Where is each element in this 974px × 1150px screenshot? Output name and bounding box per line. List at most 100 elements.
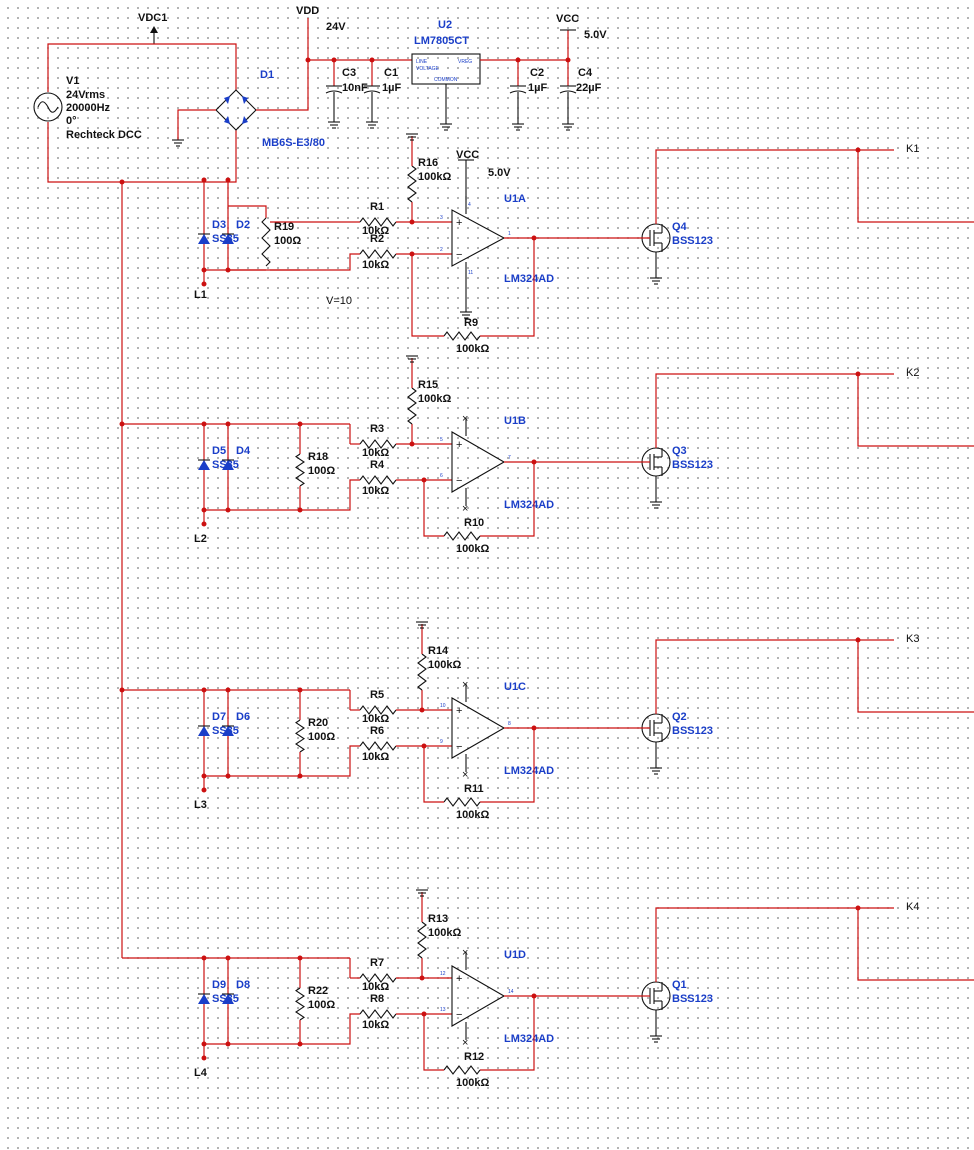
fet-part-1: BSS123 [672, 235, 713, 247]
pin-out-4: 14 [508, 989, 514, 995]
rb-val-2: 10kΩ [362, 485, 389, 497]
load-3: L3 [194, 799, 207, 811]
opamp-2[interactable] [451, 431, 506, 493]
c1-value: 1µF [382, 82, 401, 94]
fb-val-1: 100kΩ [456, 343, 489, 355]
pin-plus-1: 3 [440, 215, 443, 221]
rb-ref-1: R2 [370, 233, 384, 245]
pin-out-3: 8 [508, 721, 511, 727]
opamp-minus-3: − [456, 741, 462, 753]
nc-top-4: × [462, 947, 468, 959]
bridge-rectifier-d1[interactable] [215, 89, 257, 131]
fb-val-4: 100kΩ [456, 1077, 489, 1089]
rb-ref-4: R8 [370, 993, 384, 1005]
opamp-1[interactable] [451, 209, 506, 267]
v1-amplitude: 24Vrms [66, 89, 105, 101]
pin-vp-1: 4 [468, 202, 471, 208]
diode-a-3: D7 [212, 711, 226, 723]
bias-ref-2: R15 [418, 379, 438, 391]
fet-part-3: BSS123 [672, 725, 713, 737]
c2-ref: C2 [530, 67, 544, 79]
diode-b-3: D6 [236, 711, 250, 723]
ra-val-1: 10kΩ [362, 225, 389, 237]
bias-ref-1: R16 [418, 157, 438, 169]
opamp-part-2: LM324AD [504, 499, 554, 511]
fb-val-2: 100kΩ [456, 543, 489, 555]
vcc-value: 5.0V [584, 29, 607, 41]
nc-top-3: × [462, 679, 468, 691]
opamp-plus-4: + [456, 973, 462, 985]
pin-out-2: 7 [508, 455, 511, 461]
rb-val-4: 10kΩ [362, 1019, 389, 1031]
diode-b-4: D8 [236, 979, 250, 991]
nc-top-2: × [462, 413, 468, 425]
diode-part-1: SS35 [212, 233, 239, 245]
v1-frequency: 20000Hz [66, 102, 111, 114]
ra-val-4: 10kΩ [362, 981, 389, 993]
output-4: K4 [906, 901, 919, 913]
ra-ref-2: R3 [370, 423, 384, 435]
rb-val-1: 10kΩ [362, 259, 389, 271]
nc-bot-2: × [462, 503, 468, 515]
shunt-val-2: 100Ω [308, 465, 335, 477]
v1-phase: 0° [66, 115, 77, 127]
opamp-minus-2: − [456, 475, 462, 487]
pin-plus-4: 12 [440, 971, 446, 977]
diode-a-4: D9 [212, 979, 226, 991]
bias-ref-3: R14 [428, 645, 449, 657]
fet-part-2: BSS123 [672, 459, 713, 471]
vdc1-label: VDC1 [138, 12, 167, 24]
shunt-val-4: 100Ω [308, 999, 335, 1011]
vdd-label: VDD [296, 5, 319, 17]
rb-ref-3: R6 [370, 725, 384, 737]
shunt-val-3: 100Ω [308, 731, 335, 743]
vcc-label: VCC [556, 13, 579, 25]
opamp-plus-1: + [456, 217, 462, 229]
opamp-plus-3: + [456, 705, 462, 717]
u2-pin-voltage: VOLTAGE [416, 66, 440, 72]
output-2: K2 [906, 367, 919, 379]
load-2: L2 [194, 533, 207, 545]
pin-minus-3: 9 [440, 739, 443, 745]
shunt-ref-3: R20 [308, 717, 328, 729]
shunt-ref-1: R19 [274, 221, 294, 233]
ac-source-v1[interactable] [33, 92, 63, 122]
bias-val-1: 100kΩ [418, 171, 451, 183]
opamp-4[interactable] [451, 965, 506, 1027]
v1-type: Rechteck DCC [66, 129, 142, 141]
pin-plus-3: 10 [440, 703, 446, 709]
diode-part-3: SS35 [212, 725, 239, 737]
opamp-3[interactable] [451, 697, 506, 759]
c4-ref: C4 [578, 67, 593, 79]
shunt-val-1: 100Ω [274, 235, 301, 247]
pin-plus-2: 5 [440, 437, 443, 443]
power-section: VDC1 V1 24Vrms 20000Hz 0° Rechteck DCC D… [33, 5, 607, 183]
diode-part-2: SS35 [212, 459, 239, 471]
fet-part-4: BSS123 [672, 993, 713, 1005]
pin-out-1: 1 [508, 231, 511, 237]
output-3: K3 [906, 633, 919, 645]
d1-part: MB6S-E3/80 [262, 137, 325, 149]
opamp-part-3: LM324AD [504, 765, 554, 777]
opamp-minus-4: − [456, 1009, 462, 1021]
c3-value: 10nF [342, 82, 368, 94]
fet-ref-1: Q4 [672, 221, 688, 233]
c3-ref: C3 [342, 67, 356, 79]
output-1: K1 [906, 143, 919, 155]
ra-ref-1: R1 [370, 201, 384, 213]
opamp-part-1: LM324AD [504, 273, 554, 285]
c2-value: 1µF [528, 82, 547, 94]
shunt-ref-2: R18 [308, 451, 328, 463]
ra-val-2: 10kΩ [362, 447, 389, 459]
opamp-minus-1: − [456, 249, 462, 261]
fb-ref-4: R12 [464, 1051, 484, 1063]
opamp-plus-2: + [456, 439, 462, 451]
shunt-ref-4: R22 [308, 985, 328, 997]
opamp-ref-2: U1B [504, 415, 526, 427]
diode-b-2: D4 [236, 445, 251, 457]
vcc-local-value: 5.0V [488, 167, 511, 179]
opamp-part-4: LM324AD [504, 1033, 554, 1045]
